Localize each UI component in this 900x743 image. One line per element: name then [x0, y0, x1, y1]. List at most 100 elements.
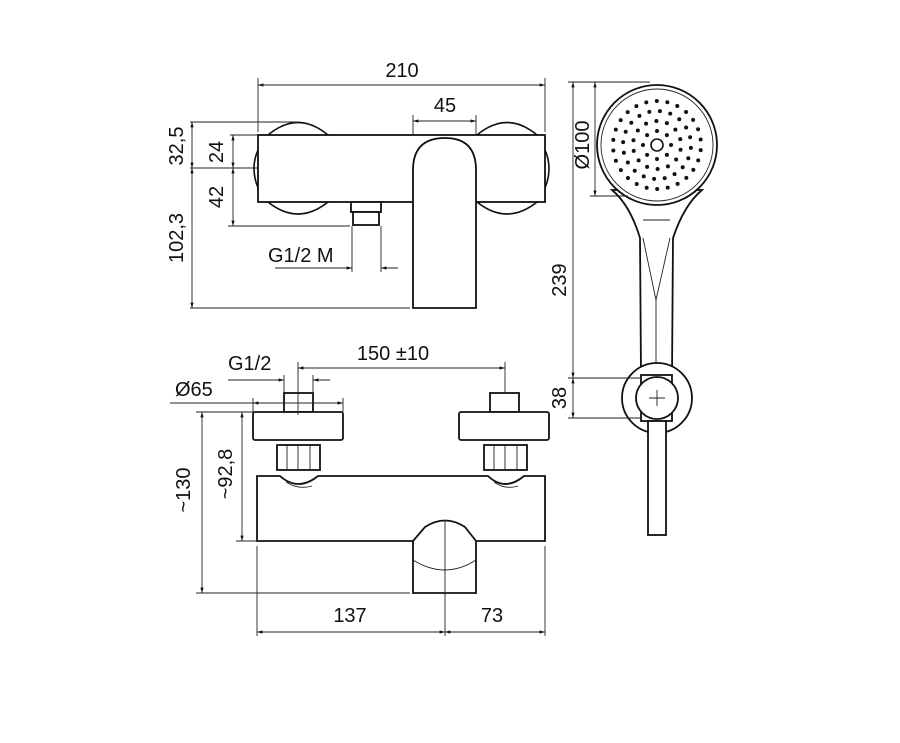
center-nozzle [650, 138, 664, 152]
nozzle-dot [678, 137, 683, 142]
left-connection [252, 392, 344, 471]
nozzle-dot [634, 182, 639, 187]
nozzle-dot [684, 125, 689, 130]
nozzle-dot [668, 111, 673, 116]
nozzle-dot [647, 109, 652, 114]
nozzle-dot [655, 186, 660, 191]
nozzle-dot [680, 165, 685, 170]
nozzle-dot [664, 133, 669, 138]
front-view: 150 ±10 G1/2 Ø65 ~130 ~92,8 137 73 [170, 343, 550, 636]
nozzle-dot [696, 127, 701, 132]
nozzle-dot [644, 121, 649, 126]
dim-102-3-label: 102,3 [166, 213, 188, 263]
nozzle-dot [686, 156, 691, 161]
nozzle-dot [664, 152, 669, 157]
nozzle-dot [684, 175, 689, 180]
nozzle-dot [641, 174, 646, 179]
dim-73-label: 73 [481, 605, 503, 627]
dim-210-label: 210 [385, 60, 418, 82]
nozzle-dot [696, 158, 701, 163]
dim-32-5-label: 32,5 [166, 127, 188, 166]
nozzle-dot [691, 167, 696, 172]
shower-nozzles [611, 99, 703, 191]
nozzle-dot [625, 160, 630, 165]
nozzle-dot [674, 157, 679, 162]
outlet-thread-label: G1/2 M [268, 245, 334, 267]
shower-head [596, 84, 718, 206]
front-spout [412, 519, 477, 594]
top-view: 210 45 32,5 24 42 102,3 G1/2 M [166, 60, 550, 309]
inlet-thread-label: G1/2 [228, 353, 271, 375]
front-mixer-body [256, 475, 546, 542]
holder-dim-label: 38 [549, 387, 571, 409]
nozzle-dot [645, 164, 650, 169]
nozzle-dot [672, 172, 677, 177]
nozzle-dot [629, 120, 634, 125]
nozzle-dot [654, 99, 659, 104]
nozzle-dot [673, 127, 678, 132]
shower-hose [647, 420, 667, 536]
nozzle-dot [618, 168, 623, 173]
overall-height-label: ~130 [173, 467, 195, 512]
nozzle-dot [621, 150, 626, 155]
dim-24-label: 24 [206, 141, 228, 163]
nozzle-dot [611, 148, 616, 153]
nozzle-dot [644, 185, 649, 190]
nozzle-dot [625, 176, 630, 181]
nozzle-dot [637, 113, 642, 118]
nozzle-dot [678, 147, 683, 152]
nozzle-dot [662, 176, 667, 181]
nozzle-dot [645, 133, 650, 138]
mixer-body [257, 134, 546, 203]
nozzle-dot [645, 152, 650, 157]
outlet-thread [352, 211, 380, 226]
nozzle-dot [631, 148, 636, 153]
nozzle-dot [669, 143, 673, 147]
nozzle-dot [675, 181, 680, 186]
nozzle-dot [665, 164, 670, 169]
nozzle-dot [655, 157, 659, 161]
nozzle-dot [698, 137, 703, 142]
dim-137-label: 137 [333, 605, 366, 627]
shower-handle [609, 189, 705, 376]
nozzle-dot [644, 100, 649, 105]
hand-shower: Ø100 239 38 [549, 81, 718, 536]
nozzle-dot [655, 129, 659, 133]
right-knob-outline [476, 121, 550, 215]
nozzle-dot [611, 137, 616, 142]
nozzle-dot [688, 135, 693, 140]
left-knob-outline [253, 121, 329, 215]
right-connection [458, 392, 550, 471]
nozzle-dot [688, 145, 693, 150]
nozzle-dot [613, 158, 618, 163]
nozzle-dot [636, 158, 641, 163]
outlet-nut [350, 201, 382, 213]
nozzle-dot [691, 117, 696, 122]
nozzle-dot [657, 109, 662, 114]
nozzle-dot [635, 128, 640, 133]
nozzle-dot [652, 176, 657, 181]
nozzle-dot [631, 138, 636, 143]
nozzle-dot [684, 109, 689, 114]
nozzle-dot [618, 118, 623, 123]
spout [412, 137, 477, 309]
nozzle-dot [655, 166, 660, 171]
nozzle-dot [665, 185, 670, 190]
head-diameter-label: Ø100 [572, 121, 594, 170]
nozzle-dot [632, 168, 637, 173]
nozzle-dot [625, 110, 630, 115]
nozzle-dot [621, 140, 626, 145]
nozzle-dot [698, 148, 703, 153]
nozzle-dot [675, 103, 680, 108]
nozzle-dot [677, 117, 682, 122]
nozzle-dot [623, 129, 628, 134]
body-height-label: ~92,8 [215, 449, 237, 500]
nozzle-dot [641, 143, 645, 147]
nozzle-dot [665, 100, 670, 105]
center-distance-label: 150 ±10 [357, 343, 429, 365]
nozzle-dot [664, 121, 669, 126]
nozzle-dot [613, 127, 618, 132]
escutcheon-diameter-label: Ø65 [175, 379, 213, 401]
